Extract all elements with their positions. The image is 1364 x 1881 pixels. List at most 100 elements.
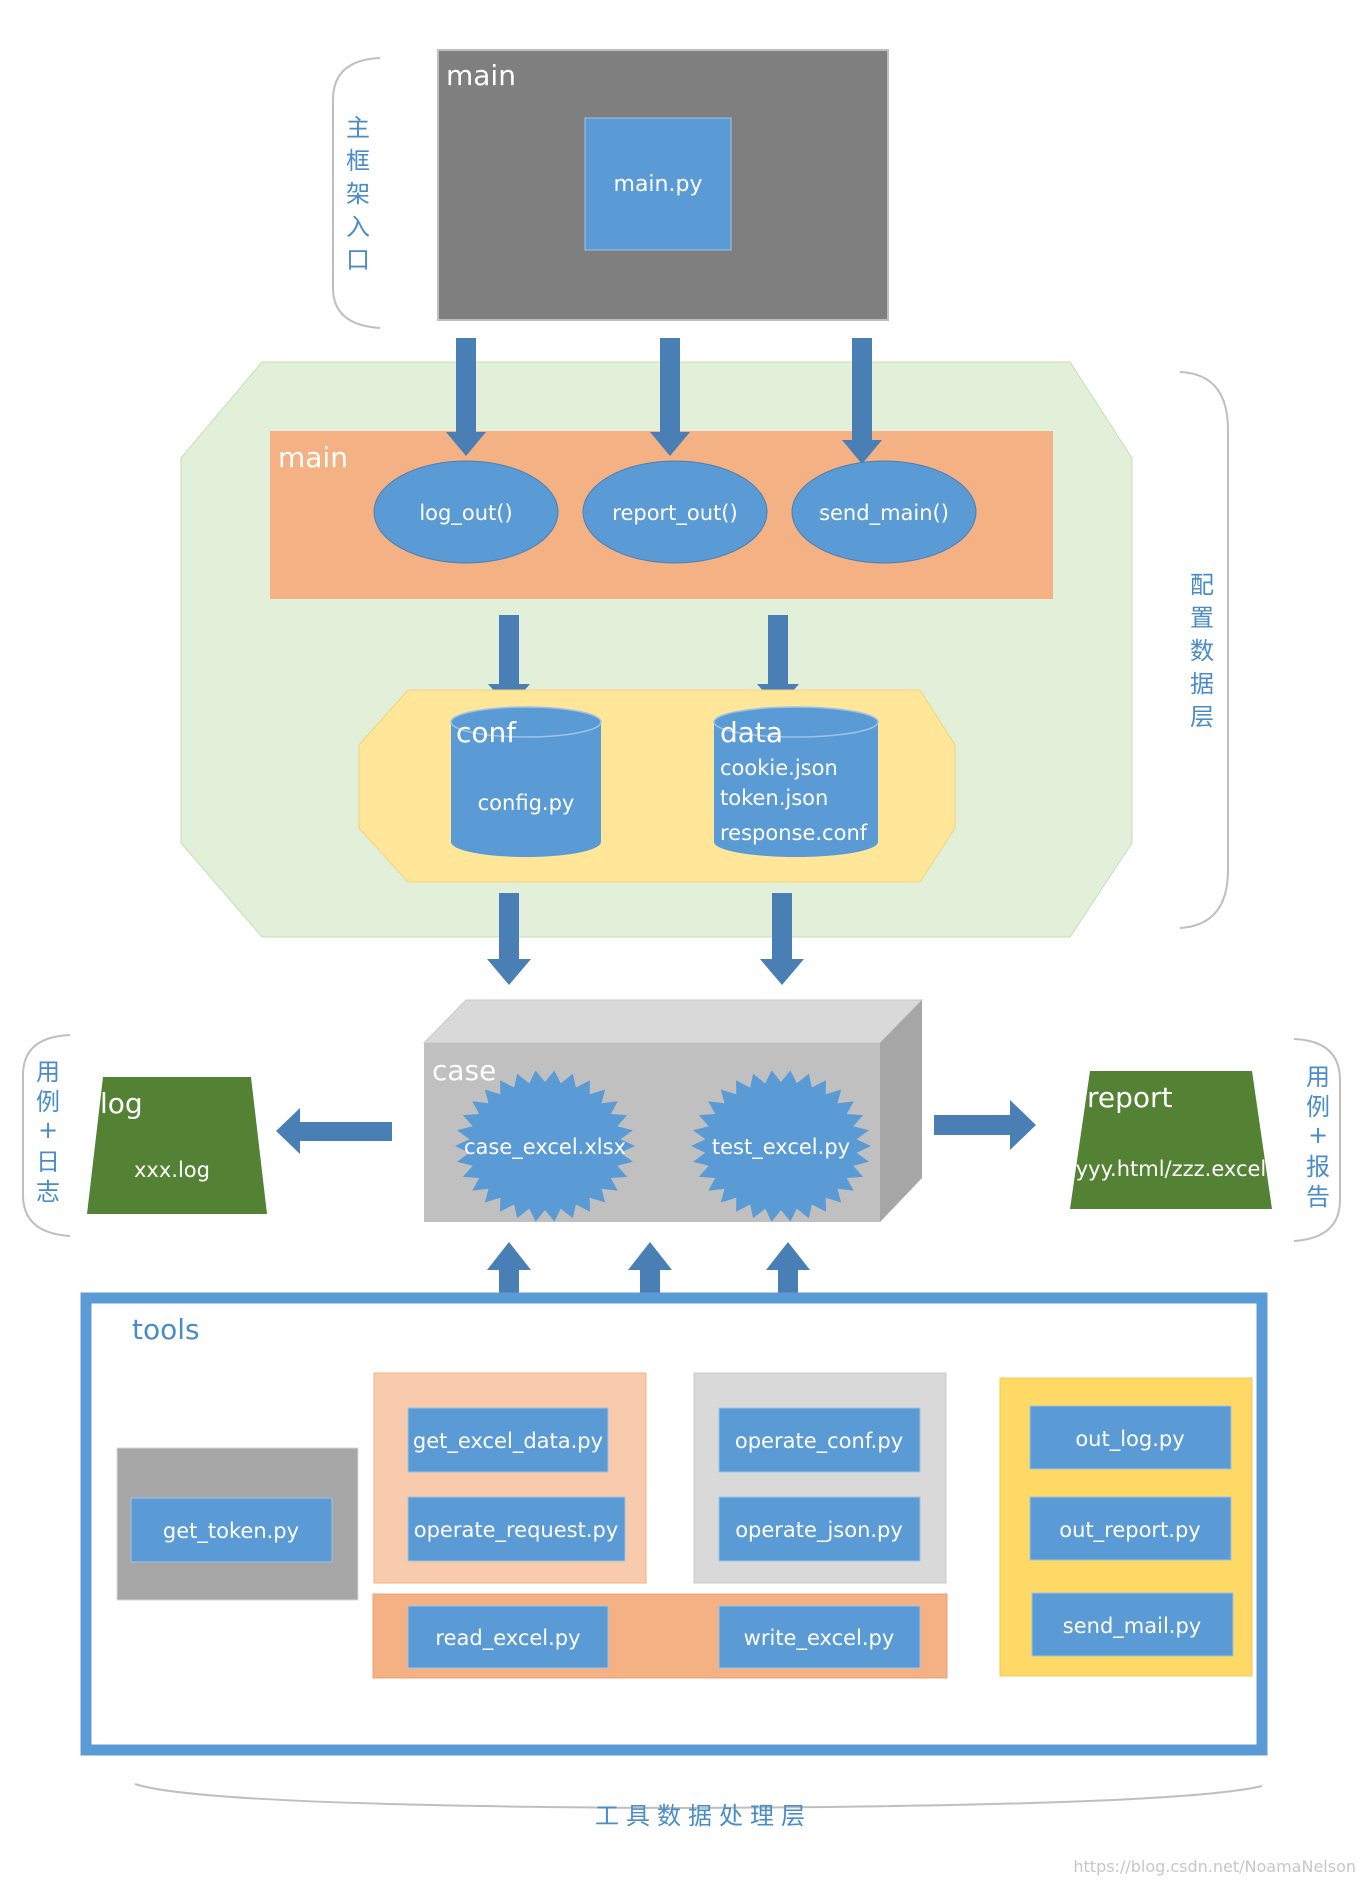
log-side-char: 日 bbox=[36, 1148, 60, 1176]
entry-side-char: 框 bbox=[346, 147, 370, 175]
data-item: response.conf bbox=[720, 821, 868, 845]
read-excel-label: read_excel.py bbox=[435, 1626, 580, 1651]
test-excel-label: test_excel.py bbox=[712, 1135, 850, 1160]
tools-bottom-label: 工 具 数 据 处 理 层 bbox=[595, 1802, 805, 1830]
log-out-label: log_out() bbox=[419, 501, 512, 526]
data-item: cookie.json bbox=[720, 756, 838, 780]
report-out-label: report_out() bbox=[612, 501, 737, 526]
log-out-ellipse bbox=[373, 460, 559, 564]
down-arrow bbox=[487, 893, 531, 985]
tools-label-char: 工 bbox=[595, 1802, 619, 1830]
data-cylinder-top bbox=[713, 706, 879, 738]
config-side-char: 数 bbox=[1190, 637, 1214, 665]
case-top-face bbox=[422, 999, 924, 1044]
down-arrow bbox=[842, 338, 882, 464]
conf-title: conf bbox=[456, 716, 517, 749]
tools-bracket bbox=[134, 1783, 1263, 1810]
get-excel-data-box bbox=[407, 1407, 609, 1473]
down-arrow bbox=[488, 615, 530, 708]
report-out-ellipse bbox=[582, 460, 768, 564]
log-doc: log xxx.log bbox=[87, 1077, 267, 1214]
log-file: xxx.log bbox=[134, 1158, 210, 1182]
data-cylinder-body bbox=[714, 722, 878, 857]
config-side-char: 配 bbox=[1190, 571, 1214, 599]
send-mail-label: send_mail.py bbox=[1063, 1614, 1201, 1639]
report-side-char: + bbox=[1308, 1121, 1328, 1149]
tools-title: tools bbox=[132, 1313, 200, 1346]
write-excel-label: write_excel.py bbox=[744, 1626, 895, 1651]
case-side-face bbox=[880, 1000, 922, 1222]
report-file: yyy.html/zzz.excel bbox=[1076, 1157, 1267, 1181]
operate-json-box bbox=[718, 1496, 921, 1562]
entry-side-label: 主 框 架 入 口 bbox=[346, 114, 370, 274]
report-doc: report yyy.html/zzz.excel bbox=[1070, 1071, 1272, 1209]
tools-to-case-arrows bbox=[487, 1242, 810, 1327]
data-cylinder: data cookie.json token.json response.con… bbox=[713, 706, 879, 857]
log-side-char: + bbox=[38, 1116, 58, 1144]
tools-label-char: 数 bbox=[657, 1802, 681, 1830]
storage-to-case-arrows bbox=[487, 893, 804, 985]
log-bracket bbox=[22, 1034, 71, 1237]
config-bracket bbox=[1179, 371, 1229, 929]
functions-to-storage-arrows bbox=[488, 615, 799, 708]
tools-label-char: 具 bbox=[626, 1802, 650, 1830]
read-excel-box bbox=[407, 1605, 609, 1669]
tools-label-char: 理 bbox=[750, 1802, 774, 1830]
operate-json-label: operate_json.py bbox=[735, 1518, 903, 1543]
get-excel-data-label: get_excel_data.py bbox=[413, 1429, 603, 1454]
report-side-char: 用 bbox=[1306, 1063, 1330, 1091]
out-report-label: out_report.py bbox=[1059, 1518, 1200, 1543]
entry-side-char: 入 bbox=[346, 213, 370, 241]
report-side-char: 例 bbox=[1306, 1093, 1330, 1121]
down-arrow bbox=[760, 893, 804, 985]
send-main-label: send_main() bbox=[819, 501, 949, 526]
conf-cylinder: conf config.py bbox=[450, 706, 602, 857]
up-arrow bbox=[487, 1242, 531, 1327]
conf-cylinder-top bbox=[450, 706, 602, 738]
log-side-char: 用 bbox=[36, 1058, 60, 1086]
case-to-report-arrow bbox=[934, 1100, 1036, 1150]
down-arrow bbox=[650, 338, 690, 456]
main-py-box bbox=[584, 117, 732, 251]
case-excel-label: case_excel.xlsx bbox=[464, 1135, 626, 1160]
main-block-title: main bbox=[446, 59, 516, 92]
out-log-label: out_log.py bbox=[1075, 1427, 1184, 1452]
config-side-char: 层 bbox=[1190, 703, 1214, 731]
send-mail-box bbox=[1031, 1592, 1234, 1657]
entry-bracket bbox=[332, 57, 381, 329]
conf-cylinder-body bbox=[451, 722, 601, 857]
up-arrow bbox=[766, 1242, 810, 1327]
log-side-char: 例 bbox=[36, 1088, 60, 1116]
test-excel-star bbox=[691, 1070, 871, 1222]
log-side-label: 用 例 + 日 志 bbox=[36, 1058, 60, 1206]
entry-side-char: 架 bbox=[346, 180, 370, 208]
case-to-log-arrow bbox=[276, 1108, 392, 1154]
down-arrow bbox=[446, 338, 486, 456]
config-main-title: main bbox=[278, 441, 348, 474]
log-title: log bbox=[100, 1087, 143, 1120]
report-bracket bbox=[1293, 1038, 1341, 1242]
operate-request-label: operate_request.py bbox=[414, 1518, 619, 1543]
entry-side-char: 口 bbox=[346, 246, 370, 274]
tools-label-char: 处 bbox=[719, 1802, 743, 1830]
operate-conf-box bbox=[718, 1407, 921, 1473]
data-title: data bbox=[720, 716, 783, 749]
up-arrow bbox=[628, 1242, 672, 1327]
report-side-char: 告 bbox=[1306, 1183, 1330, 1211]
report-title: report bbox=[1087, 1081, 1173, 1114]
get-token-label: get_token.py bbox=[163, 1519, 299, 1544]
operate-conf-label: operate_conf.py bbox=[735, 1429, 903, 1454]
report-doc-shape bbox=[1070, 1071, 1272, 1209]
down-arrow bbox=[757, 615, 799, 708]
send-main-ellipse bbox=[791, 460, 977, 564]
get-token-box bbox=[130, 1497, 333, 1563]
out-log-box bbox=[1029, 1405, 1232, 1470]
watermark: https://blog.csdn.net/NoamaNelson bbox=[1073, 1857, 1356, 1876]
conf-item: config.py bbox=[478, 791, 575, 815]
config-side-label: 配 置 数 据 层 bbox=[1190, 571, 1214, 731]
log-doc-shape bbox=[87, 1077, 267, 1214]
config-side-char: 置 bbox=[1190, 604, 1214, 632]
function-ellipses: log_out() report_out() send_main() bbox=[373, 460, 977, 564]
log-side-char: 志 bbox=[36, 1178, 60, 1206]
